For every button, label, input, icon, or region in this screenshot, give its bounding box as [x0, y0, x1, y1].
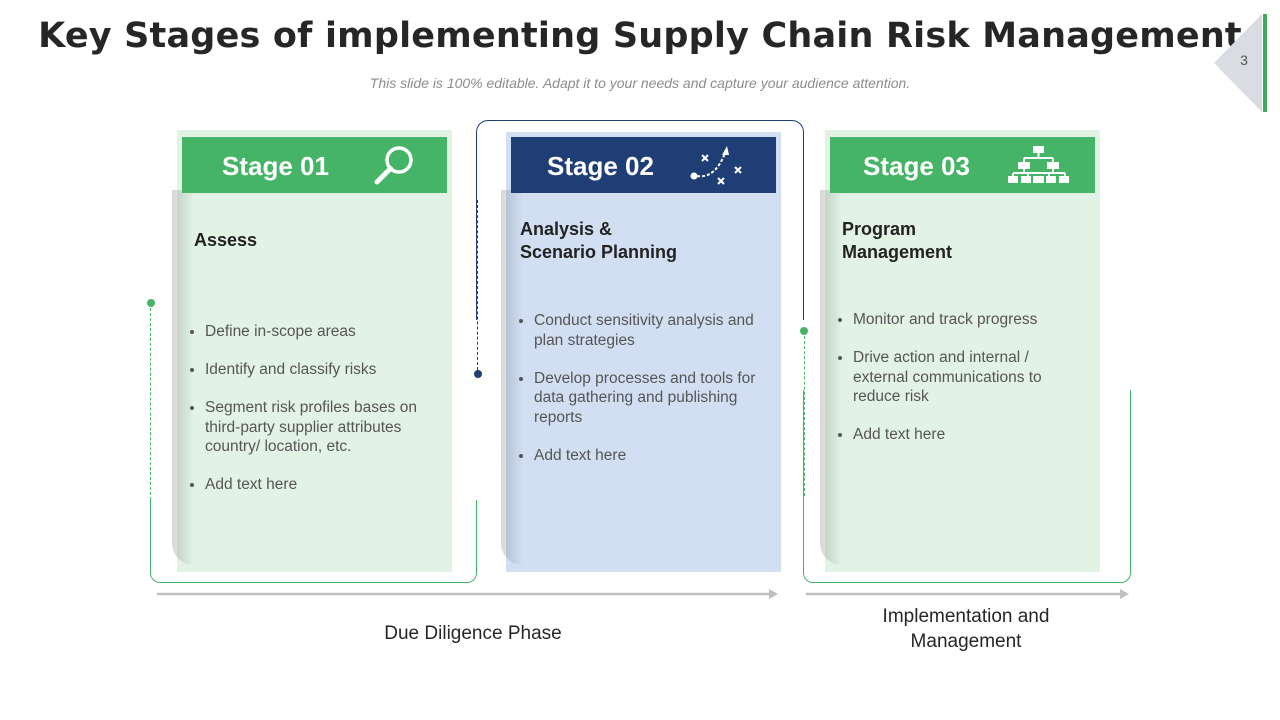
stage-02-card — [506, 132, 781, 572]
org-chart-icon — [1008, 146, 1069, 183]
stage-01-card — [177, 130, 452, 572]
stage-01-card-shadow — [172, 190, 194, 565]
slide-subtitle: This slide is 100% editable. Adapt it to… — [369, 75, 911, 91]
list-item: Define in-scope areas — [187, 322, 437, 342]
stage-03-header: Stage 03 — [830, 137, 1095, 193]
stage-01-heading: Assess — [194, 230, 258, 250]
list-item: Segment risk profiles bases on third-par… — [187, 398, 437, 457]
stage-03-card — [825, 130, 1100, 572]
list-item: Identify and classify risks — [187, 360, 437, 380]
stage-02-dashed-line — [477, 200, 478, 370]
list-item: Conduct sensitivity analysis and plan st… — [516, 311, 771, 350]
stage-01-bracket — [150, 500, 477, 583]
implementation-phase-label: Implementation and Management — [882, 606, 1050, 652]
stage-02-bullet-list: Conduct sensitivity analysis and plan st… — [516, 311, 771, 484]
list-item: Add text here — [187, 475, 437, 495]
list-item: Add text here — [835, 425, 1065, 445]
stage-02-label: Stage 02 — [547, 151, 654, 181]
slide-title: Key Stages of implementing Supply Chain … — [38, 16, 1242, 56]
stage-01-header: Stage 01 — [182, 137, 447, 193]
page-number: 3 — [1240, 52, 1248, 68]
stage-03-card-shadow — [820, 190, 842, 565]
list-item: Add text here — [516, 446, 771, 466]
stage-03-dashed-line — [804, 336, 805, 496]
list-item: Monitor and track progress — [835, 310, 1065, 330]
due-diligence-arrow — [157, 589, 778, 599]
stage-01-bullet-list: Define in-scope areas Identify and class… — [187, 322, 437, 513]
accent-bar — [1263, 14, 1267, 112]
list-item: Drive action and internal / external com… — [835, 348, 1065, 407]
stage-03-bullet-list: Monitor and track progress Drive action … — [835, 310, 1065, 463]
stage-01-label: Stage 01 — [222, 151, 329, 181]
list-item: Develop processes and tools for data gat… — [516, 369, 771, 428]
stage-02-bracket — [476, 120, 804, 320]
stage-02-card-shadow — [501, 190, 523, 565]
stage-01-dashed-line — [150, 308, 151, 500]
stage-02-heading: Analysis & Scenario Planning — [520, 219, 678, 262]
stage-03-label: Stage 03 — [863, 151, 970, 181]
due-diligence-phase-label: Due Diligence Phase — [384, 623, 562, 644]
magnifier-icon — [374, 146, 413, 185]
stage-03-dot — [800, 327, 808, 335]
implementation-arrow — [806, 589, 1129, 599]
stage-02-header: Stage 02 — [511, 137, 776, 193]
stage-03-heading: Program Management — [842, 219, 953, 262]
stage-01-dot — [146, 299, 155, 307]
stage-02-dot — [473, 370, 482, 378]
stage-03-bracket — [803, 390, 1131, 583]
strategy-play-icon — [690, 146, 742, 185]
page-corner-tab — [1214, 14, 1262, 112]
